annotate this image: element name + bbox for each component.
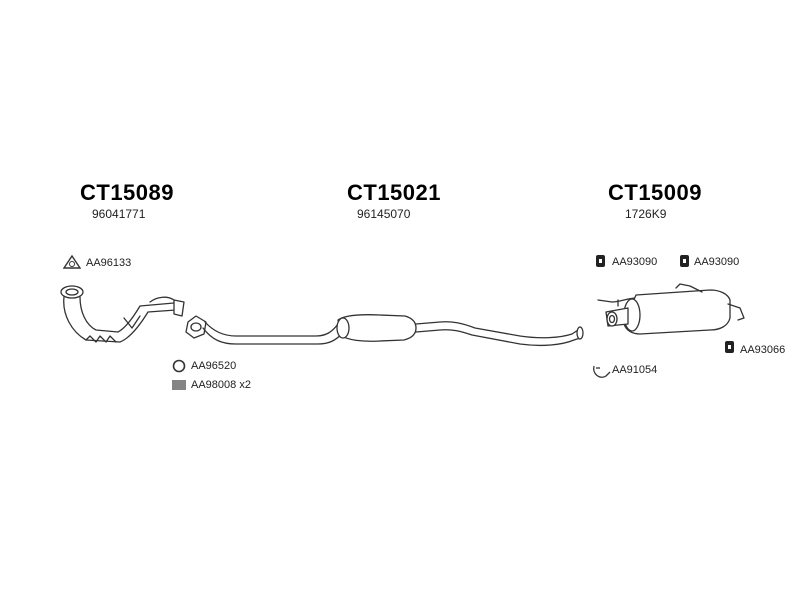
front-pipe: [60, 285, 185, 343]
group-ref-middle: 96145070: [357, 207, 411, 221]
middle-flange: [185, 315, 207, 339]
rubber-mount-icon: [725, 341, 734, 353]
ring-icon: [172, 359, 186, 373]
triangle-gasket-icon: [62, 254, 82, 269]
part-code-clamp: AA91054: [612, 364, 658, 376]
rubber-mount-icon: [596, 255, 605, 267]
part-code-rubber-mount-1: AA93090: [612, 256, 658, 268]
part-code-ring-gasket: AA96520: [191, 360, 237, 372]
group-ref-rear: 1726K9: [625, 207, 667, 221]
spring-icon: [172, 380, 186, 390]
middle-pipe: [202, 314, 584, 347]
group-title-rear: CT15009: [608, 180, 703, 205]
rear-silencer: [597, 283, 745, 335]
group-title-middle: CT15021: [347, 180, 442, 205]
group-title-front: CT15089: [80, 180, 175, 205]
group-ref-front: 96041771: [92, 207, 146, 221]
part-code-rubber-mount-3: AA93066: [740, 344, 786, 356]
part-code-gasket-front: AA96133: [86, 257, 132, 269]
rubber-mount-icon: [680, 255, 689, 267]
part-code-rubber-mount-2: AA93090: [694, 256, 740, 268]
clamp-icon: [593, 365, 611, 378]
part-code-spring-bolt: AA98008 x2: [191, 379, 251, 391]
